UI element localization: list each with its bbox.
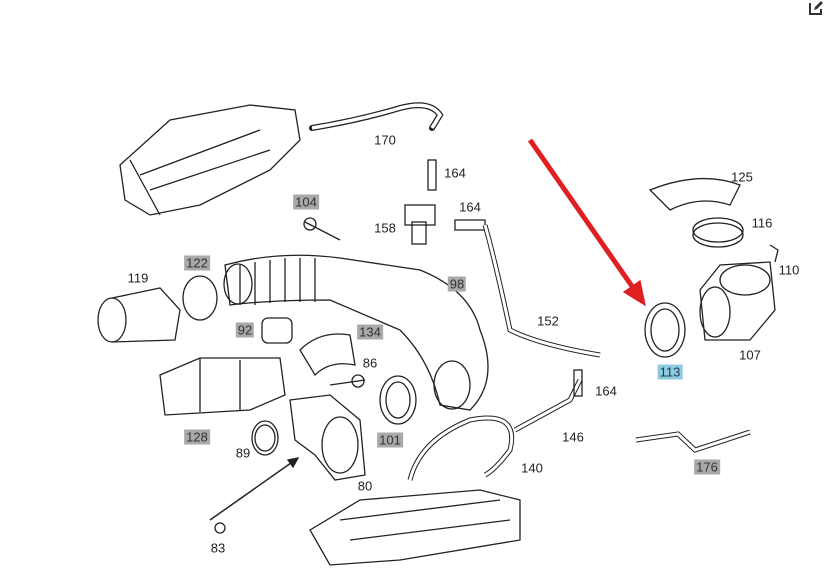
bolt-86: [329, 374, 366, 388]
part-label-128: 128: [184, 429, 210, 445]
fitting-164-top: [427, 159, 437, 191]
part-label-164: 164: [444, 165, 466, 181]
part-label-89: 89: [235, 445, 251, 461]
part-92: [261, 317, 293, 344]
part-label-164: 164: [459, 199, 481, 215]
part-label-125: 125: [731, 169, 753, 185]
part-label-122: 122: [184, 255, 210, 271]
resonator-128: [159, 357, 286, 416]
ring-116: [692, 217, 744, 248]
clamp-101: [379, 375, 417, 425]
edit-icon[interactable]: [808, 0, 824, 16]
part-label-92: 92: [235, 322, 255, 338]
cylinder-head-lower: [309, 489, 521, 566]
part-label-164: 164: [595, 383, 617, 399]
part-label-83: 83: [210, 540, 226, 556]
air-duct-98: [223, 254, 489, 411]
bracket-125: [648, 177, 741, 211]
clamp-122: [182, 275, 218, 321]
mass-airflow-sensor-119: [97, 287, 181, 343]
part-label-146: 146: [562, 429, 584, 445]
part-label-152: 152: [537, 313, 559, 329]
pointer-arrow-83: [209, 457, 300, 534]
part-label-119: 119: [127, 270, 149, 286]
pipe-146: [513, 378, 583, 433]
seal-113: [644, 302, 686, 358]
part-label-134: 134: [357, 324, 383, 340]
part-label-140: 140: [521, 460, 543, 476]
part-label-104: 104: [293, 194, 319, 210]
fitting-164-right: [573, 369, 583, 397]
part-label-101: 101: [377, 432, 403, 448]
tee-158: [404, 204, 436, 245]
hose-152: [482, 224, 601, 358]
part-label-86: 86: [362, 355, 378, 371]
part-label-107: 107: [739, 347, 761, 363]
hose-140: [407, 415, 514, 481]
elbow-134: [299, 333, 356, 377]
bolt-104: [303, 217, 341, 241]
gasket-89: [251, 420, 279, 456]
part-label-113-highlighted: 113: [657, 364, 683, 380]
part-label-158: 158: [374, 220, 396, 236]
part-label-170: 170: [374, 132, 396, 148]
housing-107: [699, 261, 776, 341]
intake-manifold-top: [119, 104, 301, 216]
pipe-176: [635, 429, 751, 453]
part-label-98: 98: [447, 276, 467, 292]
part-label-110: 110: [778, 262, 800, 278]
part-label-80: 80: [357, 478, 373, 494]
part-label-176: 176: [694, 459, 720, 475]
red-arrow: [527, 138, 646, 307]
throttle-body-80: [289, 394, 366, 481]
fitting-164-mid: [454, 219, 486, 231]
part-label-116: 116: [751, 215, 773, 231]
clip-110: [769, 244, 779, 263]
